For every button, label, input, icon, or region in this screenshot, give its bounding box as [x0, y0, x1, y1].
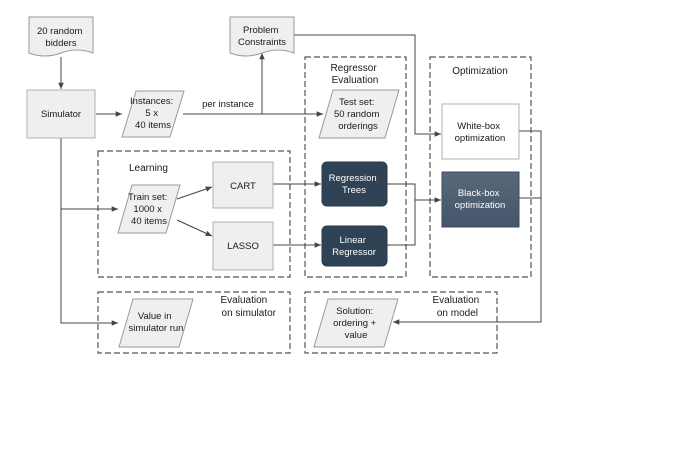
simulator-line-1: Simulator: [41, 109, 81, 120]
simulator-run-node: Value in simulator run: [118, 298, 194, 348]
evaluation-on-model-title: Evaluation on model: [433, 295, 482, 319]
svg-text:Black-box optimization: Black-box optimization: [455, 188, 506, 211]
regression-trees-line-1: Regression: [329, 173, 377, 184]
instances-line-1: Instances:: [130, 96, 173, 107]
edge-simulator-simrun: [60, 209, 118, 326]
svg-text:White-box optimization: White-box optimization: [455, 121, 506, 144]
svg-text:Linear Regressor: Linear Regressor: [332, 235, 376, 258]
svg-text:LASSO: LASSO: [227, 241, 259, 252]
whitebox-node: White-box optimization: [441, 103, 520, 160]
regressor-evaluation-title: Regressor Evaluation: [331, 63, 380, 86]
blackbox-node: Black-box optimization: [441, 171, 520, 228]
simulator-run-line-2: simulator run: [129, 323, 184, 334]
instances-line-3: 40 items: [135, 120, 171, 131]
linear-regressor-node: Linear Regressor: [321, 225, 388, 267]
svg-text:Regression Trees: Regression Trees: [329, 173, 380, 196]
edge-linreg-optimization: [387, 200, 416, 246]
instances-node: Instances: 5 x 40 items: [121, 90, 185, 138]
solution-line-3: value: [345, 330, 368, 341]
regression-trees-line-2: Trees: [342, 185, 366, 196]
trainset-line-1: Train set:: [128, 192, 167, 203]
evaluation-on-simulator-title-line-1: Evaluation: [221, 295, 268, 306]
trainset-line-3: 40 items: [131, 216, 167, 227]
trainset-node: Train set: 1000 x 40 items: [117, 184, 181, 234]
learning-group: [97, 150, 291, 278]
optimization-group: [429, 56, 532, 278]
optimization-title: Optimization: [452, 66, 508, 77]
testset-line-3: orderings: [338, 121, 378, 132]
regressor-evaluation-title-line-2: Evaluation: [332, 75, 379, 86]
constraints-node: Problem Constraints: [229, 16, 295, 57]
evaluation-on-model-title-line-1: Evaluation: [433, 295, 480, 306]
solution-line-1: Solution:: [336, 306, 373, 317]
instances-line-2: 5 x: [145, 108, 158, 119]
blackbox-line-1: Black-box: [458, 188, 500, 199]
edge-trainset-lasso: [176, 219, 213, 237]
bidders-line-1: 20 random: [37, 26, 83, 37]
constraints-line-1: Problem: [243, 25, 278, 36]
regression-trees-node: Regression Trees: [321, 161, 388, 207]
evaluation-on-simulator-group: [97, 291, 291, 354]
regressor-evaluation-title-line-1: Regressor: [331, 63, 378, 74]
evaluation-on-simulator-title: Evaluation on simulator: [221, 295, 277, 319]
testset-line-1: Test set:: [339, 97, 374, 108]
svg-text:20 random bidders: 20 random bidders: [37, 26, 85, 49]
edge-constraints-optimization: [294, 34, 441, 137]
cart-line-1: CART: [230, 181, 256, 192]
bidders-node: 20 random bidders: [28, 16, 94, 57]
evaluation-on-model-title-line-2: on model: [437, 308, 478, 319]
regressor-evaluation-group: [304, 56, 407, 278]
testset-node: Test set: 50 random orderings: [318, 89, 400, 139]
bidders-line-2: bidders: [45, 38, 76, 49]
learning-title: Learning: [129, 163, 168, 174]
per-instance-label: per instance: [202, 99, 254, 110]
solution-node: Solution: ordering + value: [313, 298, 399, 348]
constraints-line-2: Constraints: [238, 37, 286, 48]
whitebox-line-2: optimization: [455, 133, 506, 144]
edge-whitebox-solution: [393, 130, 542, 325]
solution-line-2: ordering +: [333, 318, 376, 329]
svg-text:Solution: ordering +: Solution: ordering + value: [333, 306, 379, 341]
svg-text:CART: CART: [230, 181, 256, 192]
learning-title-line-1: Learning: [129, 163, 168, 174]
evaluation-on-simulator-title-line-2: on simulator: [222, 308, 277, 319]
svg-text:Instances: 5 x 40: Instances: 5 x 40 items: [130, 96, 176, 131]
edge-simulator-trainset: [60, 138, 118, 212]
trainset-line-2: 1000 x: [133, 204, 162, 215]
edge-trainset-cart: [176, 186, 213, 200]
linear-regressor-line-2: Regressor: [332, 247, 376, 258]
svg-text:Simulator: Simulator: [41, 109, 81, 120]
blackbox-line-2: optimization: [455, 200, 506, 211]
svg-text:Value in simulator run: Value in simulator run: [129, 311, 184, 334]
edge-regtrees-optimization: [387, 183, 441, 203]
whitebox-line-1: White-box: [457, 121, 500, 132]
evaluation-on-model-group: [304, 291, 498, 354]
testset-line-2: 50 random: [334, 109, 380, 120]
cart-node: CART: [212, 161, 274, 209]
optimization-title-line-1: Optimization: [452, 66, 508, 77]
svg-text:Test set: 50 random: Test set: 50 random orderings: [334, 97, 382, 132]
svg-text:Train set: 1000 x: Train set: 1000 x 40 items: [128, 192, 170, 227]
svg-text:Problem Constraints: Problem Constraints: [238, 25, 286, 48]
simulator-run-line-1: Value in: [138, 311, 172, 322]
lasso-line-1: LASSO: [227, 241, 259, 252]
connectors: [58, 34, 542, 326]
simulator-node: Simulator: [26, 89, 96, 139]
linear-regressor-line-1: Linear: [339, 235, 365, 246]
lasso-node: LASSO: [212, 221, 274, 271]
